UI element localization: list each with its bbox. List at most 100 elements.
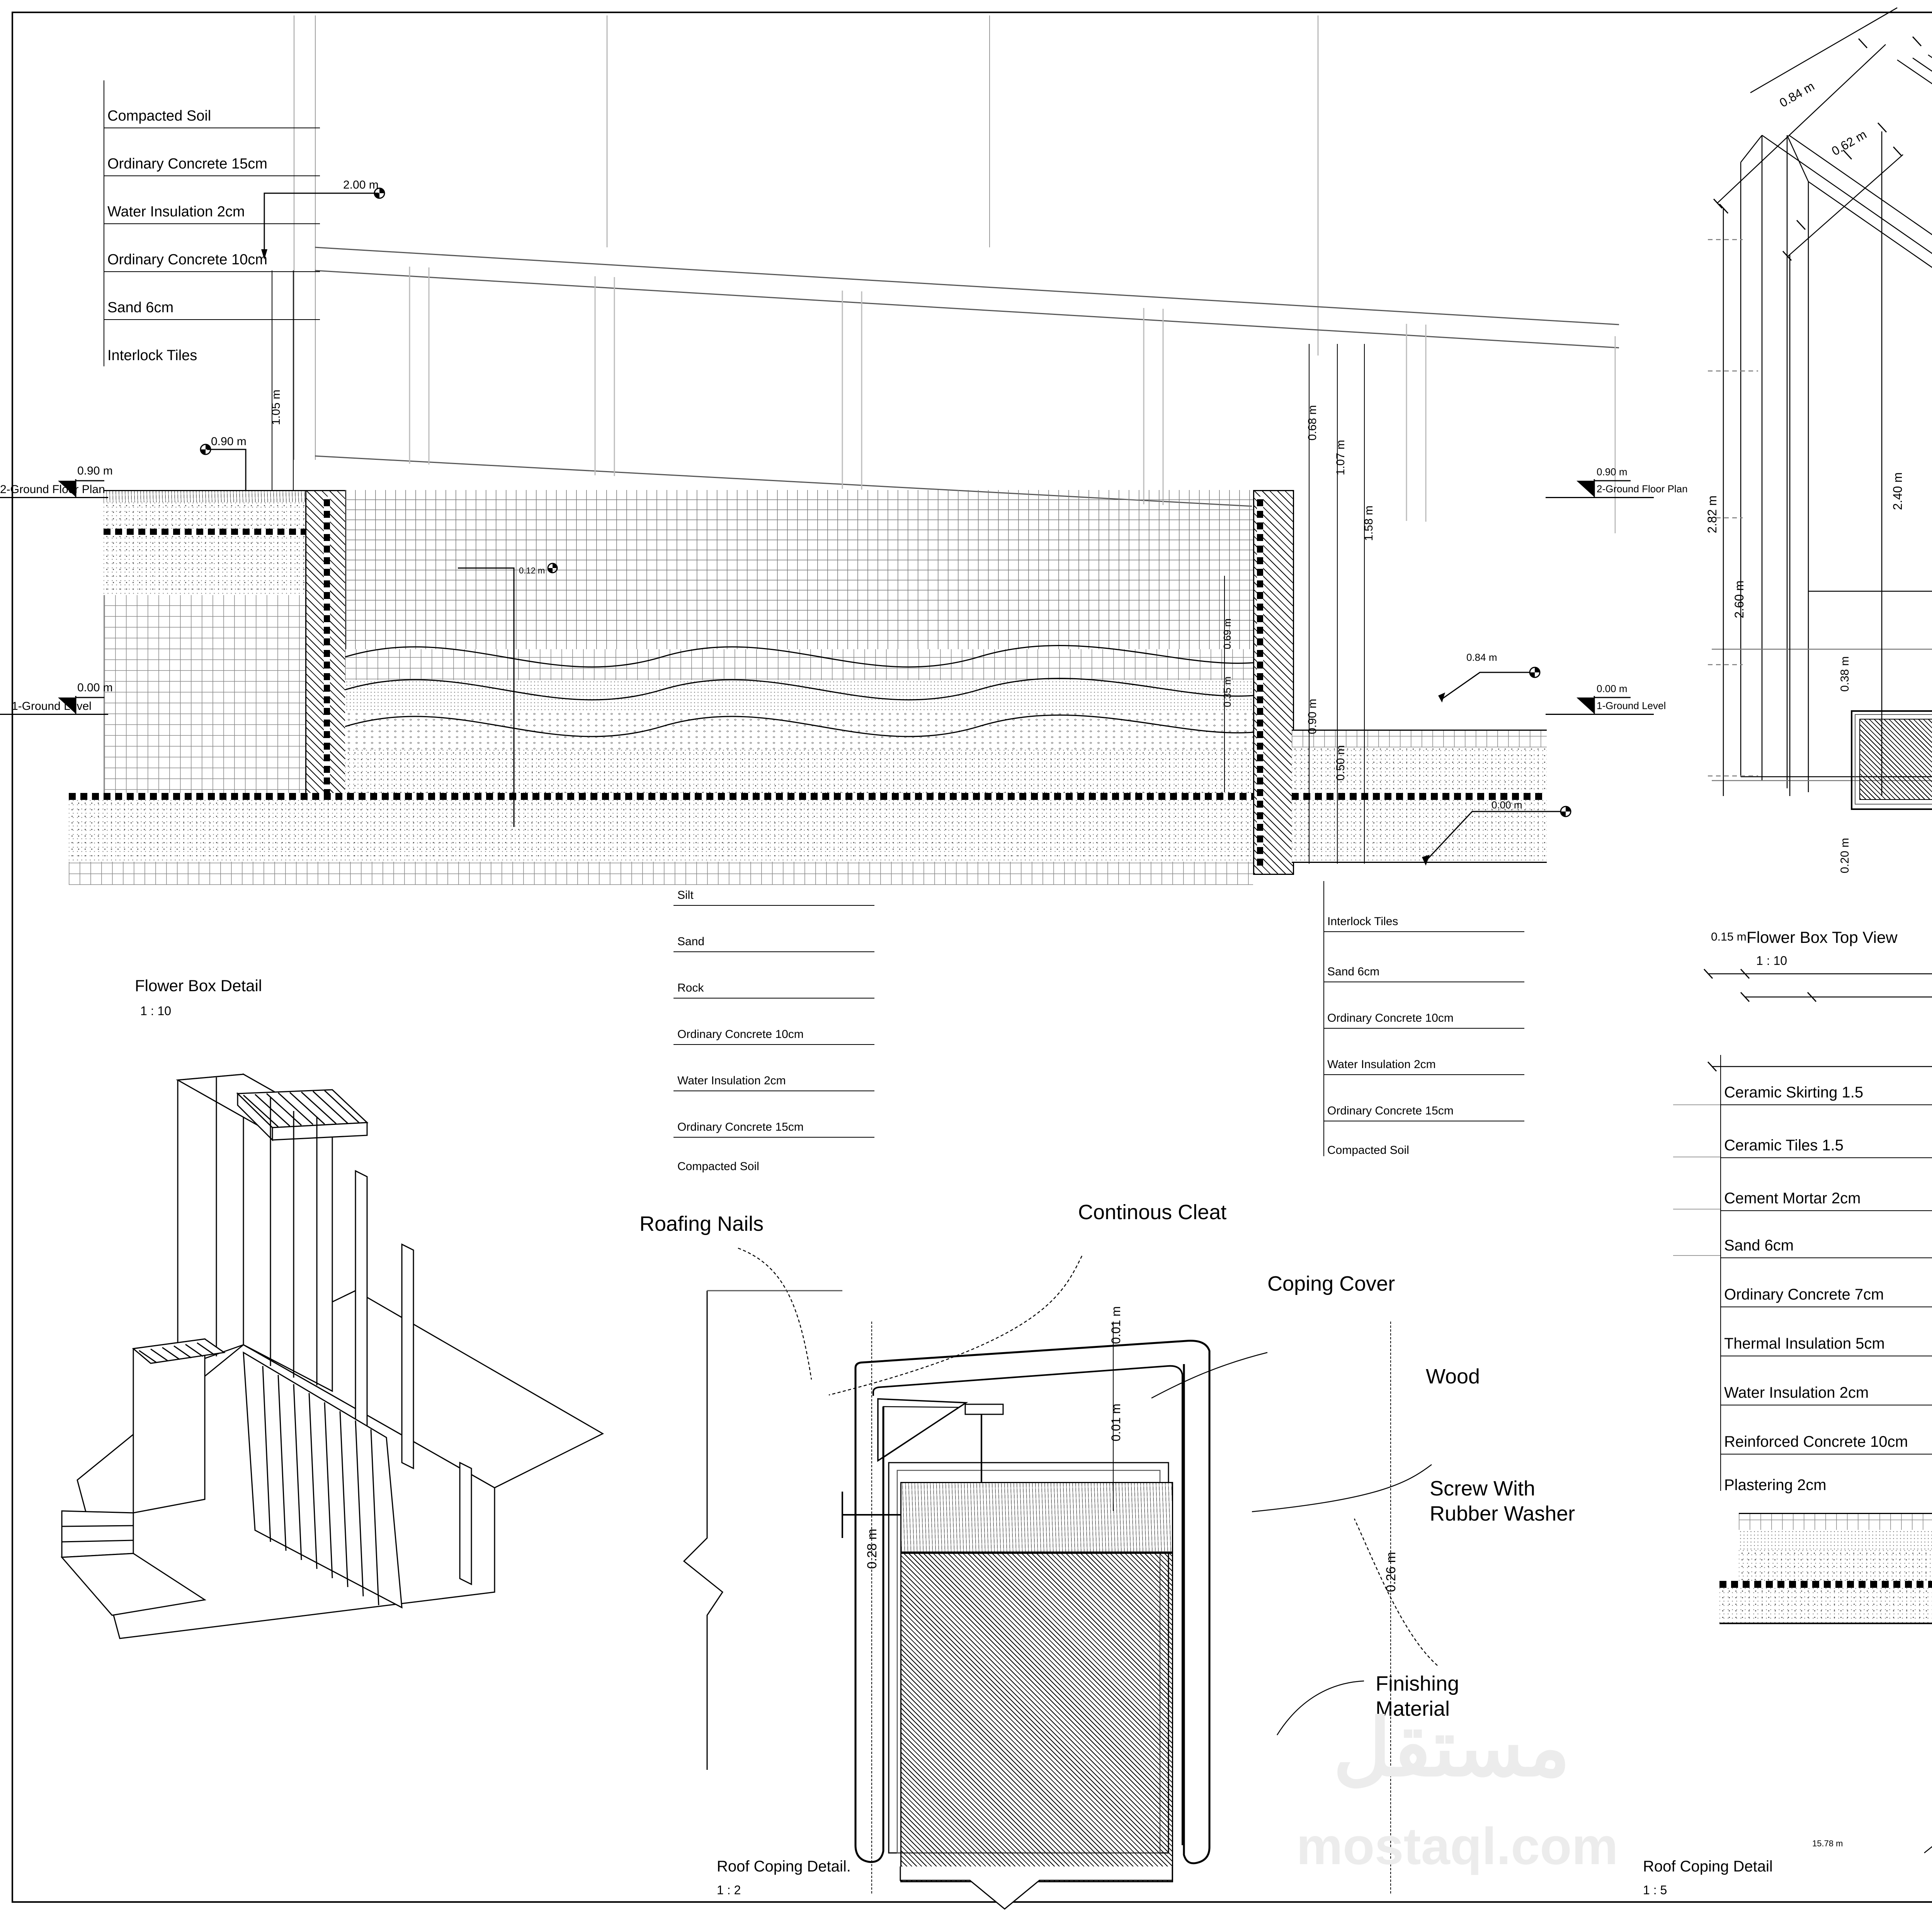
level-elev-ground-floor-left: 0.90 m: [77, 464, 113, 477]
layer-row: Water Insulation 2cm: [673, 1045, 874, 1091]
flowerbox-plan-outer: [1851, 710, 1932, 810]
label-rubber-washer: Rubber Washer: [1430, 1502, 1575, 1525]
level-line-ground-level-left: [0, 714, 108, 715]
layer-row: Water Insulation 2cm: [1720, 1356, 1932, 1405]
wall-break-left: [683, 1290, 842, 1770]
dim-068-label: 0.68 m: [1306, 405, 1319, 441]
layer-row: Sand 6cm: [1720, 1211, 1932, 1258]
layer-row: Plastering 2cm: [1720, 1455, 1932, 1497]
dim-line-107: [1337, 344, 1338, 864]
watermark-site: mostaql.com: [1296, 1817, 1618, 1875]
dim-line-195: [293, 270, 294, 591]
layer-label: Rock: [677, 982, 704, 994]
layer-row: Rock: [673, 952, 874, 999]
layer-label: Sand 6cm: [1327, 965, 1380, 978]
layer-row: Reinforced Concrete 10cm: [1720, 1405, 1932, 1455]
level-elev-ground-level-left: 0.00 m: [77, 681, 113, 694]
wood-block: [900, 1482, 1173, 1554]
layer-row: Water Insulation 2cm: [104, 176, 320, 224]
level-flag-ground-floor-right: [1577, 479, 1631, 497]
level-line-ground-floor-left: [0, 497, 108, 498]
layer-row: Ordinary Concrete 15cm: [673, 1091, 874, 1138]
dim-105-label: 1.05 m: [270, 390, 282, 425]
right-ground-waterproof: [1292, 793, 1547, 800]
planter-base-concrete: [69, 800, 1253, 862]
coping5-dim-1578: 15.78 m: [1812, 1839, 1843, 1848]
label-wood: Wood: [1426, 1365, 1480, 1388]
dim-line-158: [1364, 344, 1365, 864]
layer-label: Sand 6cm: [1724, 1237, 1794, 1254]
right-ground-bot-line: [1292, 862, 1547, 863]
dim-069-label: 0.69 m: [1221, 618, 1233, 650]
wall-waterproof-left: [324, 497, 330, 866]
layer-label: Interlock Tiles: [1327, 915, 1398, 928]
level-elev-ground-level-right: 0.00 m: [1597, 683, 1628, 694]
flowerbox-topview-title: Flower Box Top View: [1747, 928, 1898, 946]
layer-label: Ceramic Skirting 1.5: [1724, 1084, 1864, 1101]
layer-label: Ordinary Concrete 15cm: [1327, 1104, 1454, 1117]
wall-waterproof-right: [1257, 497, 1263, 866]
coping5-leader-1578: [1924, 1846, 1932, 1853]
layer-row: Sand: [673, 906, 874, 952]
coping5-sand-layer: [1739, 1530, 1932, 1550]
flowerbox-detail-title: Flower Box Detail: [135, 977, 262, 995]
flowerbox-top-layer-stack: Compacted Soil Ordinary Concrete 15cm Wa…: [104, 80, 320, 367]
layer-label: Interlock Tiles: [107, 347, 197, 364]
layer-row: Ceramic Tiles 1.5: [1720, 1105, 1932, 1158]
layer-label: Water Insulation 2cm: [107, 204, 245, 220]
layer-row: Cement Mortar 2cm: [1720, 1158, 1932, 1211]
flowerbox-detail-scale: 1 : 10: [140, 1004, 172, 1018]
planter-compacted-soil: [69, 862, 1253, 885]
layer-label: Compacted Soil: [107, 108, 211, 124]
label-finishing: Finishing: [1376, 1672, 1459, 1695]
level-name-ground-level-left: 1-Ground Level: [12, 700, 92, 713]
dim-050-label: 0.50 m: [1334, 745, 1347, 781]
layer-label: Ordinary Concrete 15cm: [677, 1121, 804, 1133]
dim-090-right-label: 0.90 m: [1306, 699, 1319, 734]
coping5-waterproof-layer: [1719, 1581, 1932, 1588]
spot-elev-200-leader: [261, 187, 385, 260]
dim-107-label: 1.07 m: [1334, 440, 1347, 475]
coping-cover-profile: [842, 1340, 1211, 1865]
dim-158-label: 1.58 m: [1362, 505, 1375, 541]
dim-001a-label: 0.01 m: [1109, 1306, 1123, 1344]
layer-label: Compacted Soil: [677, 1160, 759, 1173]
layer-label: Ordinary Concrete 10cm: [107, 252, 267, 268]
layer-label: Cement Mortar 2cm: [1724, 1190, 1861, 1207]
coping5-concrete-layer: [1739, 1550, 1932, 1581]
label-material: Material: [1376, 1697, 1450, 1720]
layer-row: Sand 6cm: [104, 272, 320, 320]
layer-label: Water Insulation 2cm: [1327, 1058, 1436, 1071]
finishing-material-block: [900, 1552, 1173, 1882]
roof-coping-5-title: Roof Coping Detail: [1643, 1858, 1773, 1875]
dim-line-001b: [1113, 1410, 1114, 1511]
coping5-stack-extend-4: [1673, 1255, 1720, 1256]
layer-row: Ordinary Concrete 10cm: [1323, 982, 1524, 1029]
layer-row: Interlock Tiles: [1323, 881, 1524, 932]
layer-row: Silt: [673, 869, 874, 906]
coping5-stack-extend-3: [1673, 1209, 1720, 1210]
layer-row: Ordinary Concrete 10cm: [673, 999, 874, 1045]
dim-line-028: [871, 1322, 873, 1893]
dim-line-001a: [1113, 1322, 1114, 1410]
spot-elev-084-label: 0.84 m: [1466, 652, 1497, 663]
concrete-layer-left-lower: [104, 533, 305, 595]
right-ground-top-line: [1292, 730, 1547, 731]
coping5-rc-slab: [1719, 1588, 1932, 1623]
finishing-material-break: [900, 1866, 1173, 1910]
sheet-border-left: [12, 12, 13, 1903]
watermark-arabic: مستقل: [1333, 1704, 1570, 1792]
planter-waterproof-layer: [69, 793, 1253, 800]
level-flag-ground-floor-left: [58, 479, 104, 497]
dim-028-label: 0.28 m: [865, 1529, 879, 1569]
layer-row: Compacted Soil: [104, 80, 320, 128]
spot-elev-090-label: 0.90 m: [211, 435, 247, 448]
dim-026-label: 0.26 m: [1384, 1552, 1398, 1592]
spot-elev-012-leader: [458, 563, 558, 827]
sheet-border-bottom: [12, 1901, 1932, 1903]
ground-top-line-left: [104, 490, 305, 491]
flowerbox-right-layer-stack: Interlock Tiles Sand 6cm Ordinary Concre…: [1323, 881, 1524, 1160]
layer-label: Sand 6cm: [107, 299, 174, 316]
spot-elev-200-label: 2.00 m: [343, 179, 379, 191]
layer-row: Ceramic Skirting 1.5: [1720, 1055, 1932, 1105]
